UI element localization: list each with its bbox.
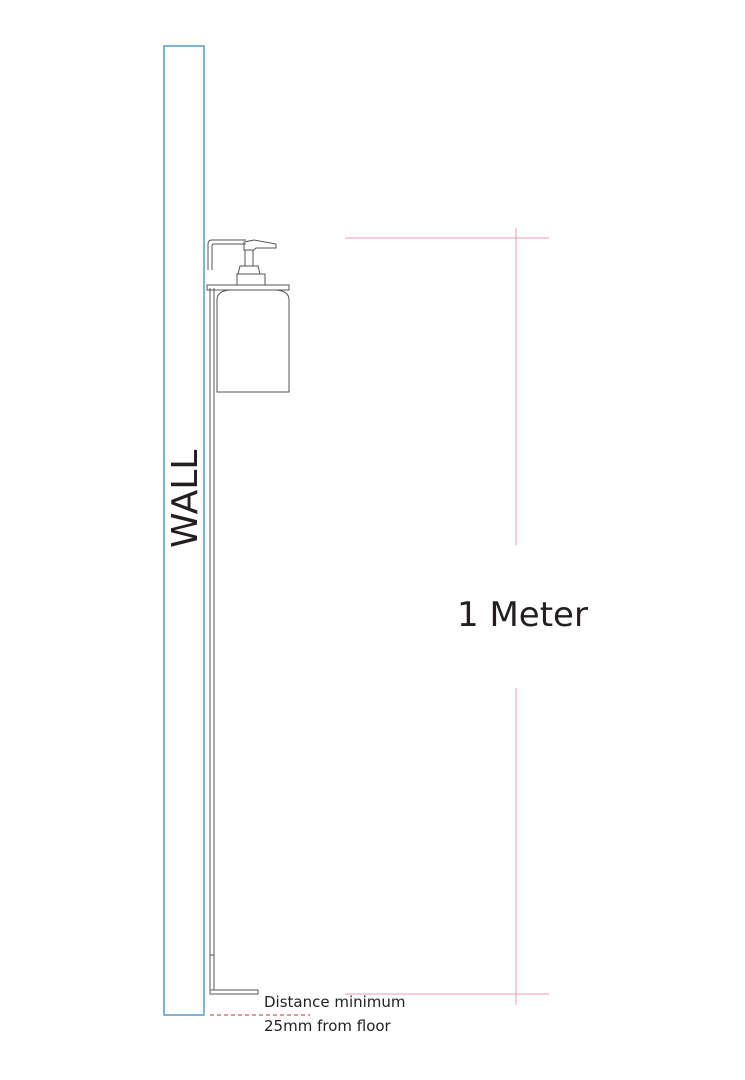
wall-label: WALL [165, 450, 206, 548]
dispenser-stand [206, 239, 290, 995]
dimension-label: 1 Meter [457, 595, 588, 635]
floor-clearance-note-line2: 25mm from floor [264, 1017, 392, 1035]
soap-bottle [216, 239, 290, 393]
wall [163, 45, 205, 1016]
dimension-lines [345, 228, 549, 1005]
floor-clearance-note-line1: Distance minimum [264, 993, 406, 1011]
